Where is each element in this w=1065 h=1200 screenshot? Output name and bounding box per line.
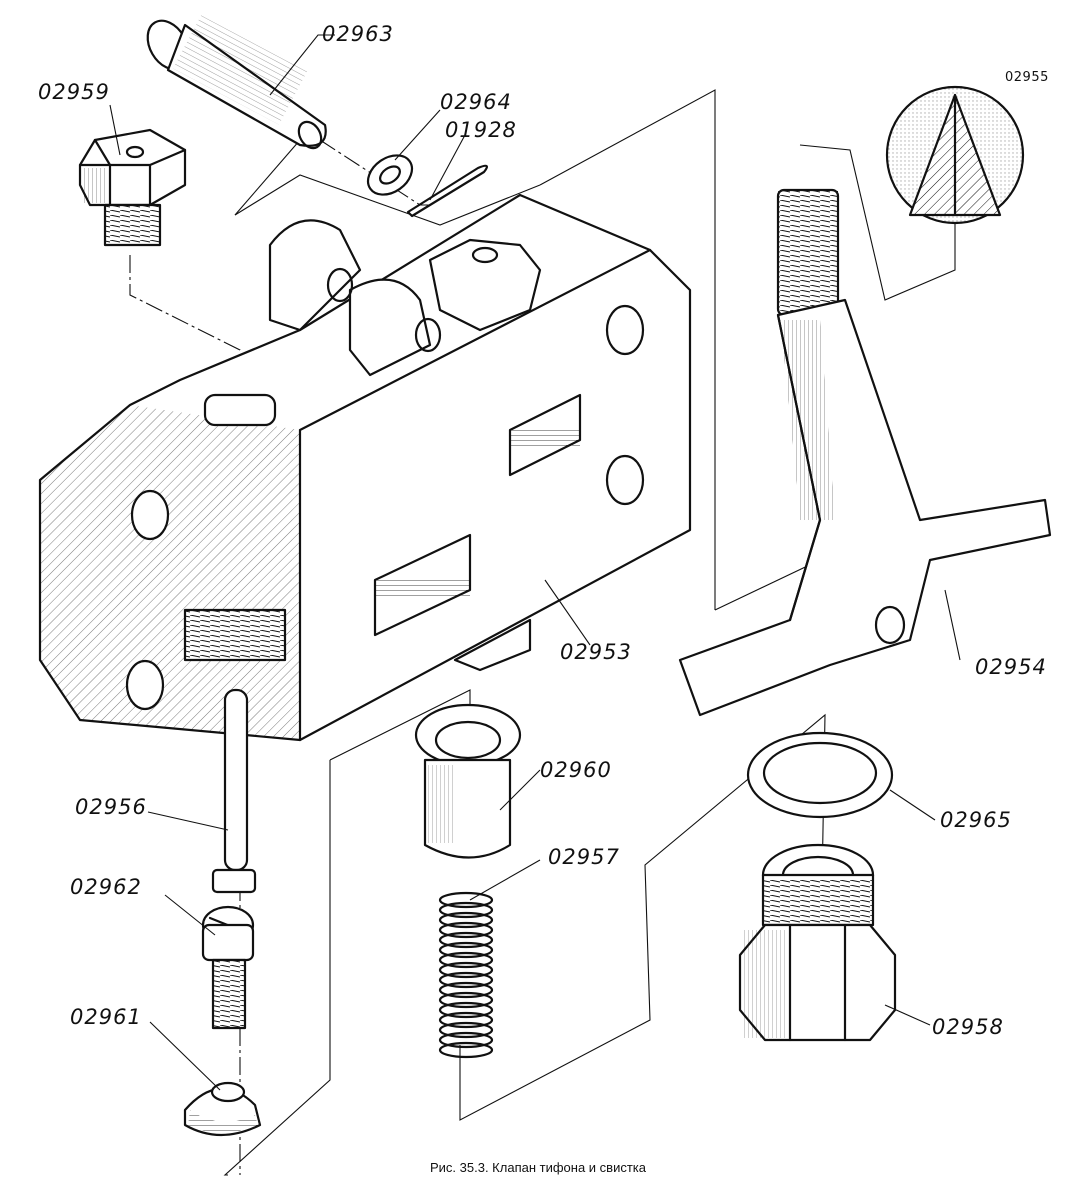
label-02953: 02953 — [560, 640, 632, 664]
label-02959: 02959 — [38, 80, 110, 104]
label-02958: 02958 — [932, 1015, 1004, 1039]
label-02957: 02957 — [548, 845, 620, 869]
label-02962: 02962 — [70, 875, 142, 899]
part-02953-valve-body — [38, 193, 692, 742]
spring-coil — [438, 941, 494, 959]
label-02960: 02960 — [540, 758, 612, 782]
spring-coil — [438, 931, 494, 949]
spring-coil — [438, 901, 494, 919]
part-02957-spring — [438, 891, 494, 1059]
part-02964-washer — [366, 154, 414, 196]
spring-coil — [438, 971, 494, 989]
part-02955-thread-detail — [885, 85, 1025, 225]
part-02961-cone — [183, 1081, 262, 1137]
spring-coil — [438, 1041, 494, 1059]
label-02964: 02964 — [440, 90, 512, 114]
part-02954-lever — [678, 188, 1052, 717]
spring-coil — [438, 911, 494, 929]
spring-coil — [438, 1031, 494, 1049]
part-02962-screw — [201, 905, 255, 1030]
spring-coil — [438, 891, 494, 909]
label-02965: 02965 — [940, 808, 1012, 832]
part-02963-pin — [146, 15, 327, 150]
label-02955: 02955 — [1005, 70, 1049, 85]
label-01928: 01928 — [445, 118, 517, 142]
part-02959-hex-plug — [78, 128, 187, 247]
figure-caption: Рис. 35.3. Клапан тифона и свистка — [430, 1160, 646, 1175]
spring-coil — [438, 1011, 494, 1029]
label-02961: 02961 — [70, 1005, 142, 1029]
spring-coil — [438, 991, 494, 1009]
label-02954: 02954 — [975, 655, 1047, 679]
spring-coil — [438, 961, 494, 979]
leader-lines — [109, 34, 961, 1091]
part-01928-cotter-pin — [406, 164, 489, 218]
part-02956-rod — [211, 688, 257, 894]
part-02958-hex-nut — [738, 843, 897, 1042]
spring-coil — [438, 981, 494, 999]
label-02956: 02956 — [75, 795, 147, 819]
label-02963: 02963 — [322, 22, 394, 46]
part-02965-gasket — [746, 731, 894, 819]
part-02960-sleeve — [414, 703, 522, 859]
spring-coil — [438, 951, 494, 969]
spring-coil — [438, 921, 494, 939]
spring-coil — [438, 1001, 494, 1019]
spring-coil — [438, 1021, 494, 1039]
